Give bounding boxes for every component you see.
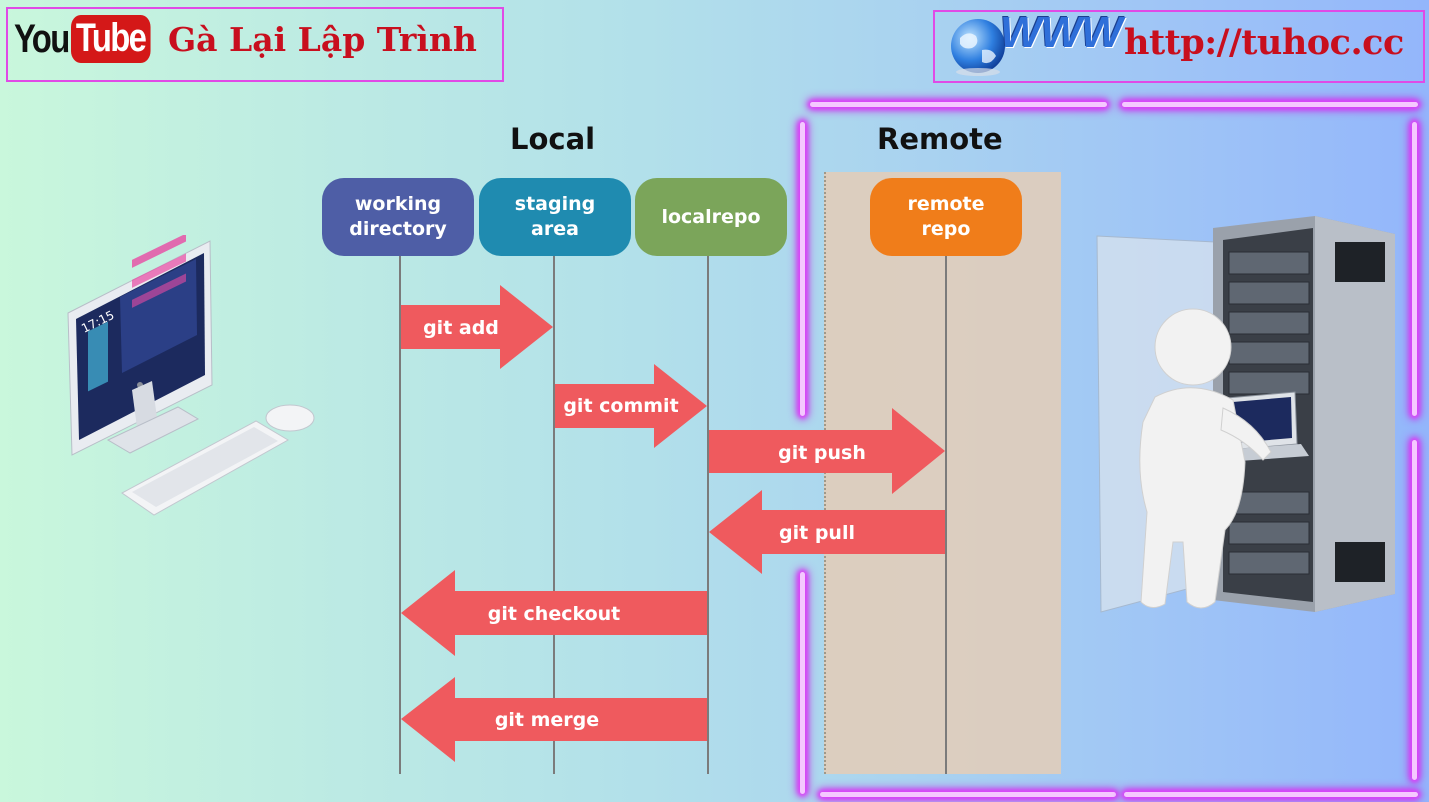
arrow-label: git merge bbox=[495, 709, 599, 731]
stage-localrepo: localrepo bbox=[635, 178, 787, 256]
desktop-computer-illustration: 17:15 bbox=[67, 235, 315, 516]
stage-working-directory: working directory bbox=[322, 178, 474, 256]
lifeline-staging-area bbox=[553, 250, 555, 774]
neon-frame-bottom-right bbox=[1124, 792, 1418, 797]
stage-line2: directory bbox=[349, 218, 447, 240]
stage-line1: remote bbox=[907, 193, 985, 215]
arrow-git-commit: git commit bbox=[555, 364, 707, 448]
stage-staging-area: staging area bbox=[479, 178, 631, 256]
arrow-git-merge: git merge bbox=[401, 677, 707, 762]
website-header-box bbox=[933, 10, 1425, 83]
stage-line2: area bbox=[531, 218, 579, 240]
globe-icon bbox=[951, 19, 1005, 76]
remote-title: Remote bbox=[877, 122, 1003, 156]
local-title: Local bbox=[510, 122, 596, 156]
youtube-logo-you: You bbox=[14, 16, 70, 61]
channel-name: Gà Lại Lập Trình bbox=[168, 20, 477, 59]
arrow-git-add: git add bbox=[401, 285, 553, 369]
neon-frame-right-upper bbox=[1412, 122, 1417, 416]
lifeline-working-directory bbox=[399, 250, 401, 774]
neon-frame-left-lower bbox=[800, 572, 805, 794]
arrow-label: git add bbox=[423, 317, 499, 339]
arrow-label: git checkout bbox=[488, 603, 621, 625]
channel-header-box bbox=[6, 7, 504, 82]
neon-frame-left-upper bbox=[800, 122, 805, 416]
youtube-logo[interactable]: You Tube bbox=[14, 15, 167, 63]
arrow-label: git pull bbox=[779, 522, 855, 544]
neon-frame-top-left bbox=[810, 102, 1107, 107]
lifeline-remote-repo bbox=[945, 250, 947, 774]
lifeline-localrepo bbox=[707, 250, 709, 774]
neon-frame-right-lower bbox=[1412, 440, 1417, 780]
stage-line1: localrepo bbox=[661, 205, 761, 228]
arrow-label: git commit bbox=[563, 395, 678, 417]
stage-line1: working bbox=[354, 193, 442, 215]
stage-remote-repo: remote repo bbox=[870, 178, 1022, 256]
website-url[interactable]: http://tuhoc.cc bbox=[1124, 22, 1404, 63]
youtube-logo-tube: Tube bbox=[70, 15, 150, 63]
neon-frame-top-right bbox=[1122, 102, 1418, 107]
www-logo: WWW bbox=[1000, 8, 1123, 57]
arrow-label: git push bbox=[778, 442, 866, 464]
stage-line2: repo bbox=[921, 218, 971, 240]
stage-line1: staging bbox=[514, 193, 596, 215]
arrow-git-push: git push bbox=[709, 408, 945, 494]
arrow-git-pull: git pull bbox=[709, 490, 945, 574]
server-rack-illustration bbox=[1096, 216, 1395, 613]
arrow-git-checkout: git checkout bbox=[401, 570, 707, 656]
neon-frame-bottom-left bbox=[820, 792, 1116, 797]
